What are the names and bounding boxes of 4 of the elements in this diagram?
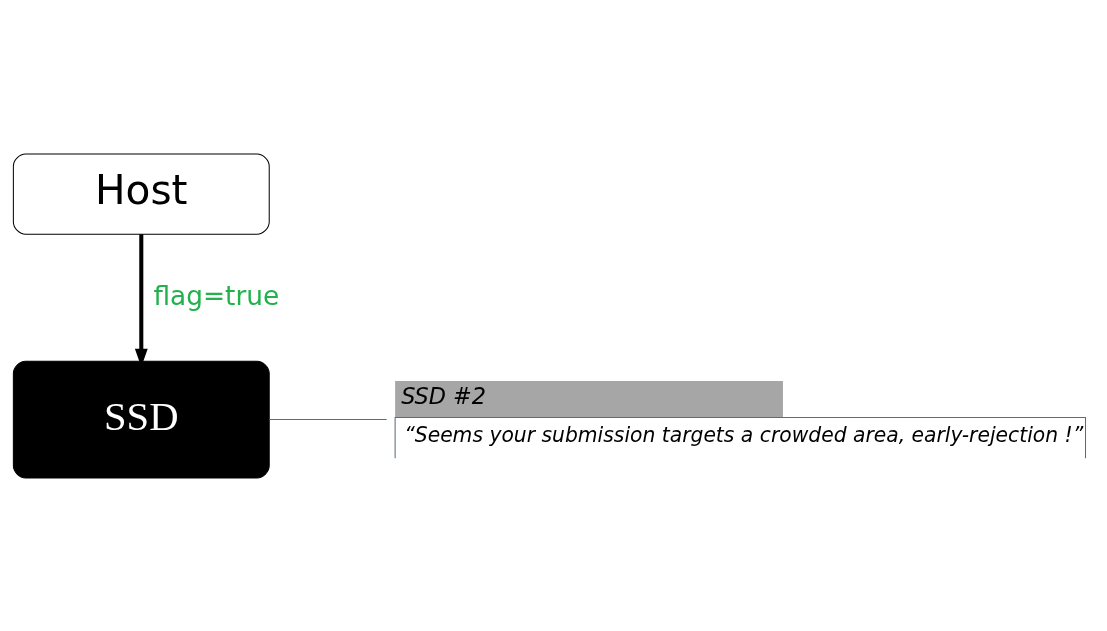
node-box: Host	[12, 153, 270, 235]
edge-label: flag=true	[153, 280, 280, 311]
node-box: SSD	[12, 360, 270, 478]
connector	[268, 418, 388, 420]
